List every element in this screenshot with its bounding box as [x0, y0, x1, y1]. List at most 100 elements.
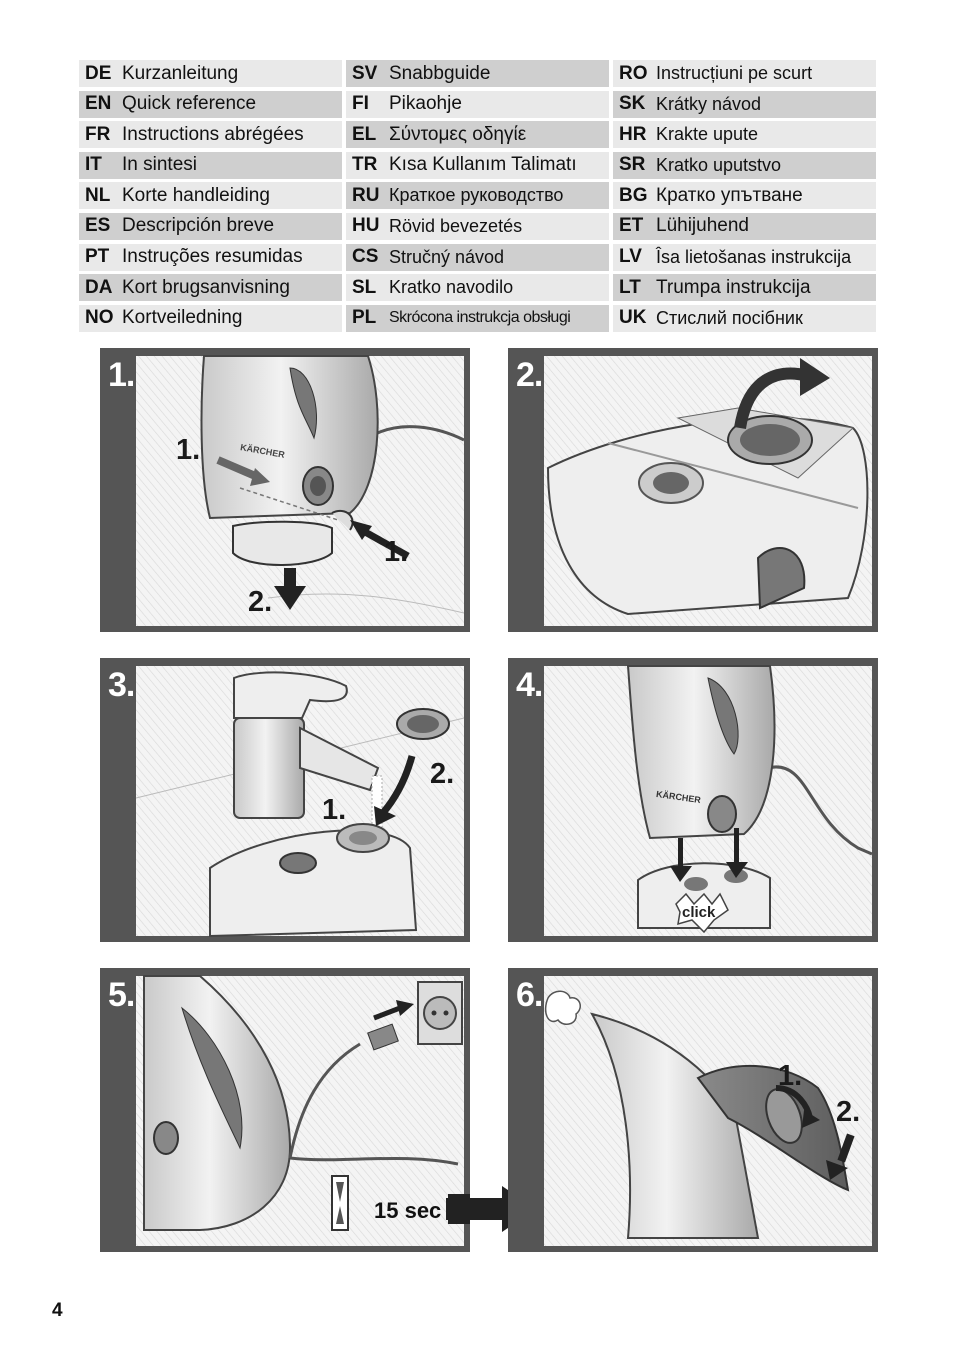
- language-label: Skrócona instrukcja obsługi: [389, 309, 570, 327]
- step-3-callout-b: 1.: [322, 794, 346, 827]
- language-code: UK: [613, 307, 656, 329]
- language-code: PL: [346, 307, 389, 329]
- language-label: Краткое руководство: [389, 185, 563, 206]
- language-label: Korte handleiding: [122, 185, 270, 207]
- language-label: Snabbguide: [389, 63, 490, 85]
- language-code: NL: [79, 185, 122, 207]
- language-code: ET: [613, 215, 656, 237]
- page-number: 4: [52, 1300, 63, 1322]
- language-label: Rövid bevezetés: [389, 216, 522, 237]
- language-label: Kratko uputstvo: [656, 155, 781, 176]
- language-label: Krakte upute: [656, 124, 758, 145]
- language-code: IT: [79, 154, 122, 176]
- language-label: Descripción breve: [122, 215, 274, 237]
- language-code: DA: [79, 277, 122, 299]
- language-code: HU: [346, 215, 389, 237]
- step-1-callout-b: 1.: [384, 536, 408, 569]
- step-3-callout-a: 2.: [430, 758, 454, 791]
- language-label: Îsa lietošanas instrukcija: [656, 247, 851, 268]
- language-code: EN: [79, 93, 122, 115]
- language-label: Kısa Kullanım Talimatı: [389, 154, 577, 176]
- language-label: Instrucțiuni pe scurt: [656, 63, 812, 84]
- step-5-timer-label: 15 sec: [374, 1198, 441, 1224]
- step-2-number: 2.: [516, 356, 542, 395]
- step-6-number: 6.: [516, 976, 542, 1015]
- language-label: Kortveiledning: [122, 307, 242, 329]
- language-code: EL: [346, 124, 389, 146]
- language-code: BG: [613, 185, 656, 207]
- language-label: Instructions abrégées: [122, 124, 304, 146]
- language-code: FR: [79, 124, 122, 146]
- step-6-callout-b: 2.: [836, 1096, 860, 1129]
- language-label: Stručný návod: [389, 247, 504, 268]
- language-code: LV: [613, 246, 656, 268]
- language-code: RO: [613, 63, 656, 85]
- step-3-illustration: [100, 658, 470, 942]
- step-4-panel: 4. KÄRCHER click: [508, 658, 878, 942]
- step-1-callout-a: 1.: [176, 434, 200, 467]
- language-code: SK: [613, 93, 656, 115]
- step-3-panel: 3. 2. 1.: [100, 658, 470, 942]
- language-code: RU: [346, 185, 389, 207]
- step-1-number: 1.: [108, 356, 134, 395]
- language-label: Lühijuhend: [656, 215, 749, 237]
- step-3-number: 3.: [108, 666, 134, 705]
- language-code: LT: [613, 277, 656, 299]
- language-code: CS: [346, 246, 389, 268]
- language-label: Quick reference: [122, 93, 256, 115]
- language-code: NO: [79, 307, 122, 329]
- language-label: Кратко упътване: [656, 185, 803, 207]
- language-code: PT: [79, 246, 122, 268]
- language-code: DE: [79, 63, 122, 85]
- step-4-click-label: click: [682, 904, 715, 921]
- language-code: SV: [346, 63, 389, 85]
- step-2-panel: 2.: [508, 348, 878, 632]
- language-label: Kurzanleitung: [122, 63, 238, 85]
- language-label: Pikaohje: [389, 93, 462, 115]
- language-label: Krátky návod: [656, 94, 761, 115]
- step-5-panel: 5. 15 sec: [100, 968, 470, 1252]
- language-code: ES: [79, 215, 122, 237]
- step-6-callout-a: 1.: [778, 1060, 802, 1093]
- language-code: SR: [613, 154, 656, 176]
- language-code: FI: [346, 93, 389, 115]
- language-label: Стислий посібник: [656, 308, 803, 329]
- language-code: TR: [346, 154, 389, 176]
- step-6-illustration: [508, 968, 878, 1252]
- language-label: Trumpa instrukcija: [656, 277, 811, 299]
- language-code: HR: [613, 124, 656, 146]
- language-label: Instruções resumidas: [122, 246, 303, 268]
- language-label: Σύντομες οδηγίε: [389, 124, 526, 146]
- language-label: Kratko navodilo: [389, 277, 513, 298]
- step-1-callout-c: 2.: [248, 586, 272, 619]
